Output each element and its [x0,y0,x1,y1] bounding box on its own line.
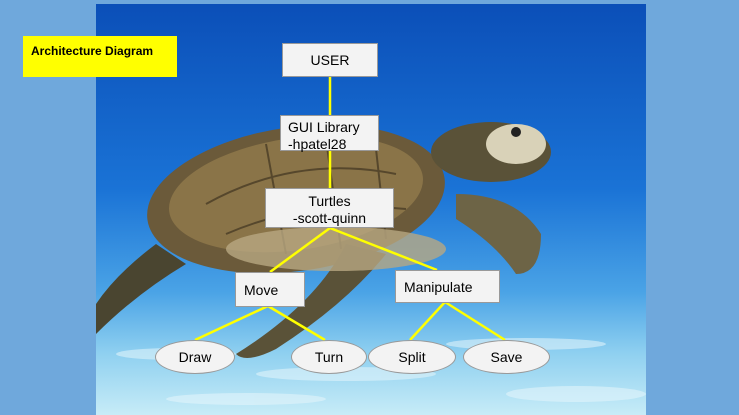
gui-library-node: GUI Library -hpatel28 [280,115,379,152]
turtles-author: -scott-quinn [292,210,367,226]
turn-node: Turn [291,340,367,374]
manipulate-node: Manipulate [395,270,500,303]
save-label: Save [490,349,523,365]
move-label: Move [244,282,279,298]
draw-label: Draw [178,349,212,365]
manipulate-label: Manipulate [404,279,473,295]
gui-library-author: -hpatel28 [288,136,347,152]
draw-node: Draw [155,340,235,374]
gui-library-label: GUI Library [288,119,360,135]
split-label: Split [398,349,426,365]
user-label: USER [310,51,350,68]
move-node: Move [235,272,305,307]
save-node: Save [463,340,550,374]
diagram-title: Architecture Diagram [23,36,177,77]
split-node: Split [368,340,456,374]
turn-label: Turn [314,349,344,365]
turtles-label: Turtles [308,193,351,209]
turtles-node: Turtles -scott-quinn [265,188,394,228]
user-node: USER [282,43,378,77]
